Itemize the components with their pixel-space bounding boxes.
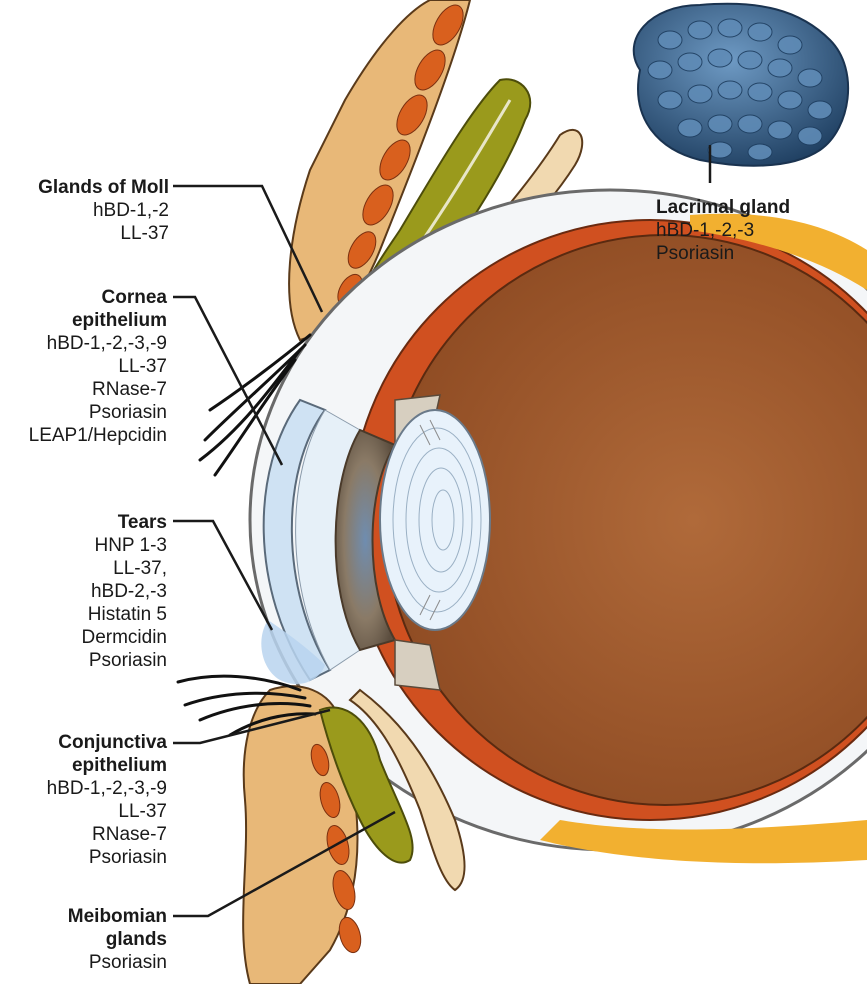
label-title: Cornea (29, 286, 167, 309)
label-item: LL-37, (81, 557, 167, 580)
label-title: epithelium (29, 309, 167, 332)
label-item: RNase-7 (29, 378, 167, 401)
label-title: Conjunctiva (47, 731, 167, 754)
label-item: Dermcidin (81, 626, 167, 649)
lens (380, 410, 490, 630)
label-item: LEAP1/Hepcidin (29, 424, 167, 447)
label-meibomian-glands: Meibomian glands Psoriasin (68, 905, 167, 974)
label-title: Meibomian (68, 905, 167, 928)
label-item: hBD-1,-2,-3 (656, 219, 790, 242)
label-title: Glands of Moll (38, 176, 169, 199)
label-item: hBD-2,-3 (81, 580, 167, 603)
label-cornea-epithelium: Cornea epithelium hBD-1,-2,-3,-9 LL-37 R… (29, 286, 167, 447)
label-lacrimal-gland: Lacrimal gland hBD-1,-2,-3 Psoriasin (656, 196, 790, 265)
label-title: Lacrimal gland (656, 196, 790, 219)
label-item: hBD-1,-2 (38, 199, 169, 222)
label-title: glands (68, 928, 167, 951)
label-item: hBD-1,-2,-3,-9 (29, 332, 167, 355)
label-item: LL-37 (47, 800, 167, 823)
label-item: HNP 1-3 (81, 534, 167, 557)
label-item: LL-37 (29, 355, 167, 378)
label-item: Psoriasin (656, 242, 790, 265)
label-conjunctiva-epithelium: Conjunctiva epithelium hBD-1,-2,-3,-9 LL… (47, 731, 167, 869)
label-item: Histatin 5 (81, 603, 167, 626)
label-item: Psoriasin (81, 649, 167, 672)
label-item: LL-37 (38, 222, 169, 245)
label-title: epithelium (47, 754, 167, 777)
label-item: RNase-7 (47, 823, 167, 846)
label-item: Psoriasin (68, 951, 167, 974)
label-item: Psoriasin (47, 846, 167, 869)
label-glands-of-moll: Glands of Moll hBD-1,-2 LL-37 (38, 176, 169, 245)
label-item: hBD-1,-2,-3,-9 (47, 777, 167, 800)
label-title: Tears (81, 511, 167, 534)
lacrimal-gland (634, 4, 848, 166)
label-tears: Tears HNP 1-3 LL-37, hBD-2,-3 Histatin 5… (81, 511, 167, 672)
label-item: Psoriasin (29, 401, 167, 424)
